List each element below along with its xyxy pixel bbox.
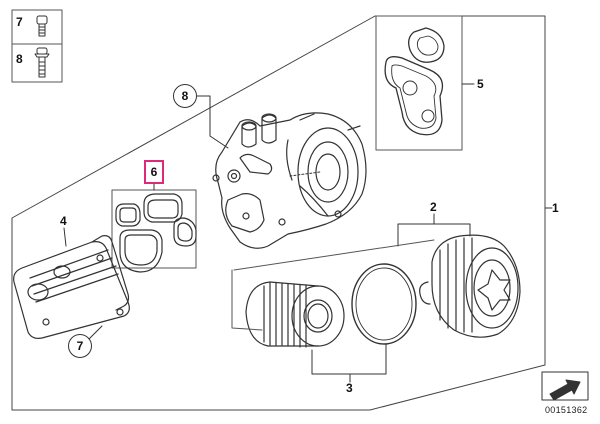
callout-6[interactable]: 6 <box>144 160 164 184</box>
bolt-icon <box>34 47 50 78</box>
filter-cap <box>419 234 521 338</box>
o-ring <box>351 263 417 345</box>
gasket-5-lower <box>384 56 444 136</box>
inset-label-7: 7 <box>16 15 23 29</box>
arrow-nav-icon <box>541 371 589 401</box>
oil-filter-housing <box>212 112 367 249</box>
callout-5[interactable]: 5 <box>477 77 484 91</box>
callout-2[interactable]: 2 <box>430 200 437 214</box>
bolt-icon <box>36 15 48 37</box>
assembly-frame <box>11 15 546 411</box>
diagram-code: 00151362 <box>545 405 588 415</box>
oil-cooler <box>13 235 130 339</box>
callout-7[interactable]: 7 <box>68 334 92 358</box>
gasket-set-6 <box>115 193 197 273</box>
filter-element <box>245 281 345 348</box>
inset-parts-box <box>11 9 63 83</box>
callout-8[interactable]: 8 <box>173 84 197 108</box>
callout-1[interactable]: 1 <box>552 201 559 215</box>
inset-label-8: 8 <box>16 52 23 66</box>
gasket-5-upper <box>408 27 445 63</box>
callout-3[interactable]: 3 <box>346 381 353 395</box>
callout-4[interactable]: 4 <box>60 214 67 228</box>
gasket-set-box-6 <box>111 189 197 269</box>
gasket-set-box <box>375 15 463 151</box>
